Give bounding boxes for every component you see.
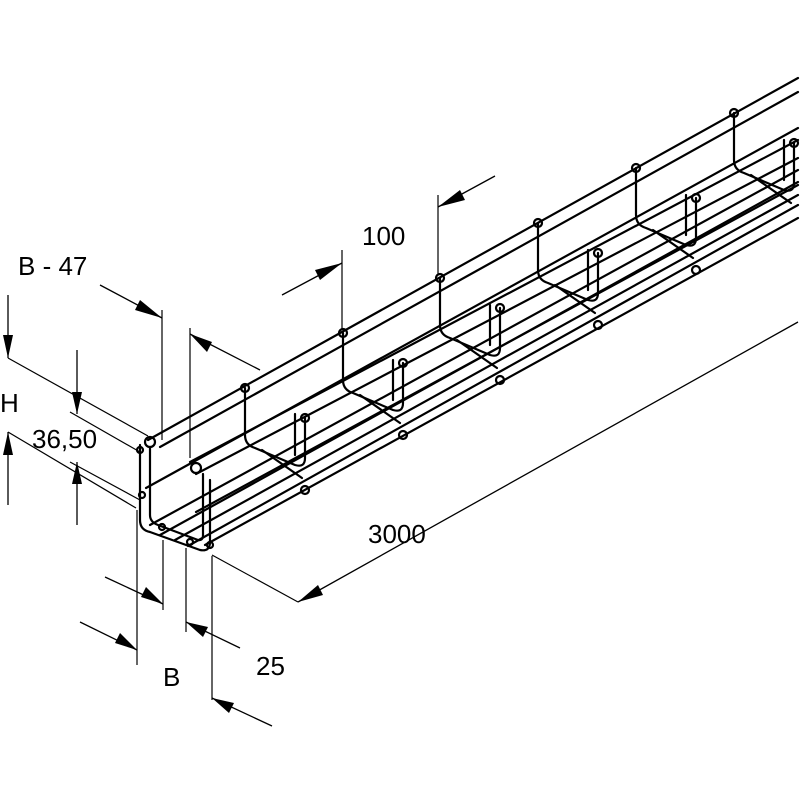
floor-wires	[260, 173, 793, 480]
label-b-minus-47: B - 47	[18, 251, 87, 281]
label-36-50: 36,50	[32, 424, 97, 454]
wire-mesh-tray	[135, 76, 800, 552]
cross-frames	[239, 107, 800, 496]
dimension-lines	[3, 175, 799, 727]
label-25: 25	[256, 651, 285, 681]
end-frame	[135, 435, 215, 552]
longitudinal-wires	[144, 76, 800, 548]
label-h: H	[0, 388, 19, 418]
label-3000: 3000	[368, 519, 426, 549]
label-b: B	[163, 662, 180, 692]
label-100: 100	[362, 221, 405, 251]
